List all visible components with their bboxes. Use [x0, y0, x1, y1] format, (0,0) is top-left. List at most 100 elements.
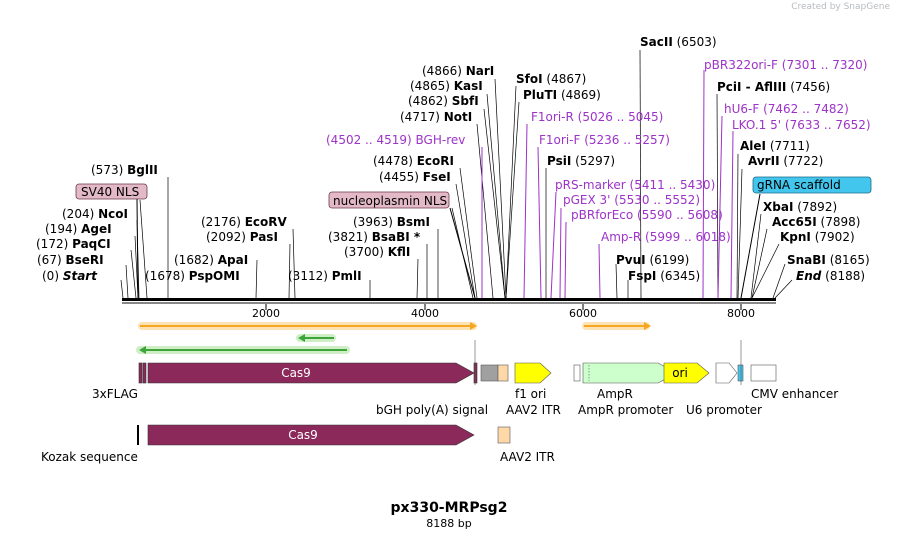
primer-pbr322ori-f: pBR322ori-F (7301 .. 7320)	[704, 58, 867, 72]
primer-f1ori-r: F1ori-R (5026 .. 5045)	[531, 110, 663, 124]
site-pcii-afliii: PciI - AflIII (7456)	[717, 80, 830, 94]
feature-aav2-itr-secondary	[497, 426, 511, 444]
cas9-label: Cas9	[288, 428, 318, 442]
site-kfli: (3700) KflI	[344, 245, 410, 259]
feature-cas9	[147, 362, 475, 384]
primer-pgex-3: pGEX 3' (5530 .. 5552)	[563, 193, 700, 207]
site-pvui: PvuI (6199)	[616, 253, 689, 267]
feature-aav2-itr	[497, 364, 509, 382]
position-ruler: 2000 4000 6000 8000	[252, 304, 755, 320]
feature-nls-marker	[142, 362, 147, 384]
feature-leader-lines	[136, 193, 761, 299]
site-kasi: (4865) KasI	[410, 79, 483, 93]
primer-f1ori-f: F1ori-F (5236 .. 5257)	[539, 133, 670, 147]
feature-sv40-nls-label: SV40 NLS	[81, 185, 139, 199]
site-ncoi: (204) NcoI	[62, 207, 128, 221]
label-f1-ori: f1 ori	[515, 387, 546, 401]
feature-ampr	[582, 362, 678, 384]
site-psii: PsiI (5297)	[547, 154, 615, 168]
primer-amp-r: Amp-R (5999 .. 6018)	[601, 230, 731, 244]
label-kozak: Kozak sequence	[41, 450, 138, 464]
label-3xflag: 3xFLAG	[92, 387, 138, 401]
orf-tracks	[136, 322, 651, 354]
label-aav2-itr: AAV2 ITR	[506, 403, 561, 417]
site-nari: (4866) NarI	[422, 64, 494, 78]
site-pluti: PluTI (4869)	[523, 88, 601, 102]
ori-label: ori	[672, 366, 688, 380]
feature-f1-ori	[514, 362, 552, 384]
primer-pbrforeco: pBRforEco (5590 .. 5608)	[571, 208, 723, 222]
feature-nucleoplasmin-nls	[473, 362, 478, 384]
plasmid-name: px330-MRPsg2	[391, 500, 508, 516]
label-ampr-promoter: AmpR promoter	[578, 403, 673, 417]
site-ecori: (4478) EcoRI	[373, 154, 454, 168]
site-pspomi: (1678) PspOMI	[145, 269, 240, 283]
site-pmli: (3112) PmlI	[288, 269, 362, 283]
primer-hu6-f: hU6-F (7462 .. 7482)	[724, 102, 849, 116]
feature-grna-scaffold-label: gRNA scaffold	[757, 178, 841, 192]
primer-bgh-rev: (4502 .. 4519) BGH-rev	[326, 133, 465, 147]
site-agei: (194) AgeI	[45, 222, 112, 236]
site-avrii: AvrII (7722)	[748, 154, 823, 168]
site-ecorv: (2176) EcoRV	[201, 215, 288, 229]
site-fspi: FspI (6345)	[628, 269, 700, 283]
orf-arrowhead-icon	[644, 322, 651, 330]
label-aav2-itr-secondary: AAV2 ITR	[500, 450, 555, 464]
site-labels: (0) Start (67) BseRI (172) PaqCI (194) A…	[36, 35, 872, 283]
feature-labels: 3xFLAG bGH poly(A) signal f1 ori AAV2 IT…	[41, 387, 838, 464]
feature-kozak	[137, 425, 139, 445]
site-leader-lines	[120, 49, 793, 299]
ruler-tick-label: 2000	[252, 307, 280, 320]
orf-arrowhead-icon	[470, 322, 477, 330]
cas9-label: Cas9	[281, 366, 311, 380]
feature-nucleoplasmin-nls-box	[328, 191, 450, 209]
site-bsmi: (3963) BsmI	[353, 215, 430, 229]
label-u6-promoter: U6 promoter	[686, 403, 762, 417]
plasmid-size: 8188 bp	[426, 517, 471, 530]
orf-arrowhead-icon	[298, 334, 305, 342]
dna-backbone	[122, 298, 776, 304]
site-sfoi: SfoI (4867)	[516, 72, 586, 86]
feature-cmv-enhancer	[750, 364, 777, 382]
feature-track-2: Cas9	[137, 424, 511, 446]
feature-3xflag	[138, 362, 143, 384]
feature-nucleoplasmin-nls-label: nucleoplasmin NLS	[333, 194, 447, 208]
feature-bgh-polya	[480, 364, 499, 382]
site-start: (0) Start	[42, 269, 98, 283]
site-end: End (8188)	[796, 269, 865, 283]
site-sbfi: (4862) SbfI	[408, 94, 479, 108]
site-kpni: KpnI (7902)	[780, 230, 855, 244]
site-bseri: (67) BseRI	[37, 253, 104, 267]
site-snabi: SnaBI (8165)	[787, 253, 870, 267]
orf-arrowhead-icon	[139, 346, 146, 354]
feature-ampr-promoter	[573, 364, 581, 382]
feature-track-1: Cas9 ori	[138, 340, 777, 385]
site-bglii: (573) BglII	[91, 163, 158, 177]
site-noti: (4717) NotI	[400, 110, 472, 124]
ruler-tick-label: 4000	[411, 307, 439, 320]
site-pasi: (2092) PasI	[206, 230, 278, 244]
feature-cas9-secondary	[147, 424, 475, 446]
snapgene-credit: Created by SnapGene	[791, 2, 890, 12]
site-apai: (1682) ApaI	[174, 253, 248, 267]
site-sacii: SacII (6503)	[640, 35, 717, 49]
site-paqci: (172) PaqCI	[36, 237, 111, 251]
ruler-tick-label: 8000	[727, 307, 755, 320]
label-bgh-polya: bGH poly(A) signal	[376, 403, 488, 417]
primer-leader-lines	[481, 69, 734, 299]
site-bsabi: (3821) BsaBI *	[328, 230, 421, 244]
label-ampr: AmpR	[597, 387, 633, 401]
ruler-tick-label: 6000	[569, 307, 597, 320]
primer-lko1-5: LKO.1 5' (7633 .. 7652)	[732, 118, 871, 132]
label-cmv-enhancer: CMV enhancer	[751, 387, 838, 401]
feature-grna-scaffold	[737, 364, 744, 382]
feature-ori	[663, 362, 710, 384]
site-alei: AleI (7711)	[740, 139, 810, 153]
primer-prs-marker: pRS-marker (5411 .. 5430)	[555, 178, 715, 192]
feature-u6-promoter	[715, 362, 738, 384]
feature-grna-scaffold-box	[752, 176, 872, 194]
site-xbai: XbaI (7892)	[763, 200, 837, 214]
site-fsei: (4455) FseI	[379, 170, 451, 184]
feature-sv40-nls-box	[75, 183, 148, 200]
